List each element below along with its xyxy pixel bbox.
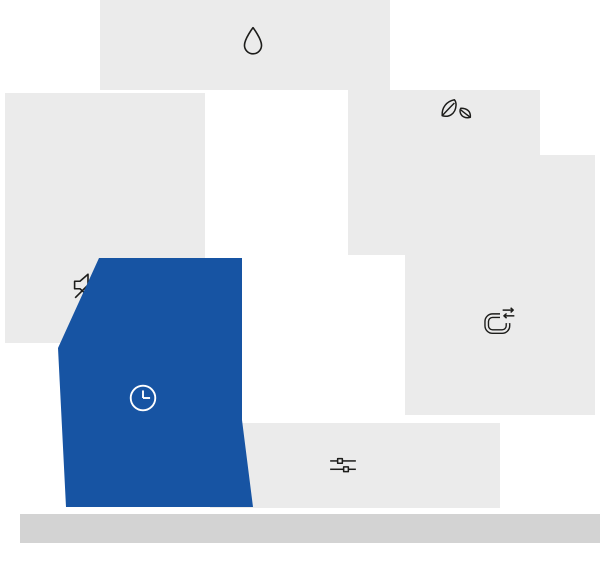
sliders-icon — [330, 457, 356, 473]
tile-time-delay — [58, 258, 253, 507]
hose-swap-icon — [484, 307, 515, 335]
leaves-icon — [441, 99, 472, 119]
clock-icon — [129, 384, 157, 412]
tile-settings — [210, 423, 500, 508]
tile-connection — [405, 155, 595, 415]
water-drop-icon — [243, 26, 263, 55]
tile-water — [100, 0, 390, 90]
base-bar — [20, 514, 600, 543]
